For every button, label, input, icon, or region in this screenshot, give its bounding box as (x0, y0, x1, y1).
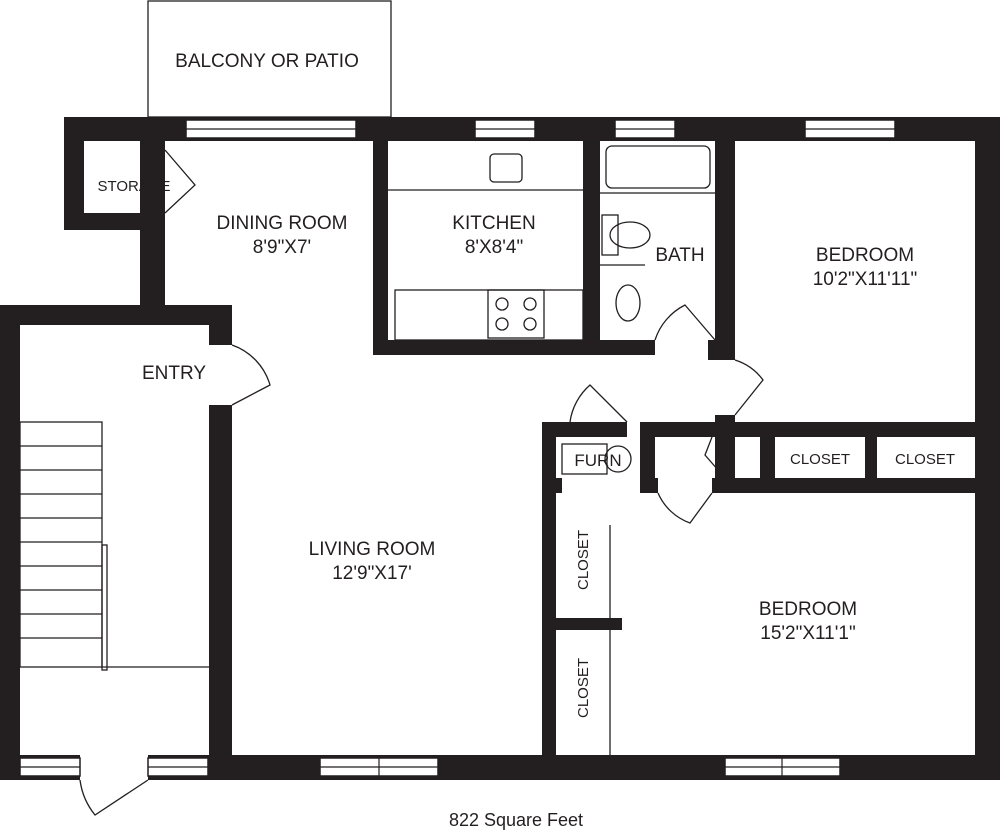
room-size: 8'X8'4" (464, 237, 524, 258)
dining-room-label: DINING ROOM 8'9"X7' (217, 212, 348, 260)
furnace-label: FURN (574, 451, 622, 470)
closet-label: CLOSET (789, 451, 851, 468)
entry-label: ENTRY (141, 363, 207, 384)
kitchen-label: KITCHEN 8'X8'4" (452, 212, 535, 260)
walls (0, 117, 1000, 780)
room-size: 15'2"X11'1" (760, 623, 856, 644)
room-size: 8'9"X7' (252, 237, 312, 258)
closet-label: CLOSET (575, 529, 592, 591)
room-size: 12'9"X17' (332, 563, 412, 584)
living-room-label: LIVING ROOM 12'9"X17' (309, 538, 436, 586)
room-name: LIVING ROOM (308, 539, 436, 560)
bath-label: BATH (655, 245, 705, 266)
closet-label: CLOSET (894, 451, 956, 468)
room-name: BEDROOM (758, 599, 858, 620)
square-footage: 822 Square Feet (448, 810, 584, 830)
window-lines (20, 128, 895, 776)
balcony-label: BALCONY OR PATIO (175, 51, 359, 72)
bedroom-2-label: BEDROOM 15'2"X11'1" (759, 598, 857, 646)
stairs (19, 421, 209, 671)
closet-label: CLOSET (575, 657, 592, 719)
room-name: DINING ROOM (216, 213, 348, 234)
bedroom-1-label: BEDROOM 10'2"X11'11" (813, 244, 918, 292)
room-name: BEDROOM (815, 245, 915, 266)
room-name: KITCHEN (452, 213, 536, 234)
room-size: 10'2"X11'11" (812, 269, 918, 290)
storage-label: STORAGE (97, 178, 171, 195)
fixtures (19, 0, 975, 816)
